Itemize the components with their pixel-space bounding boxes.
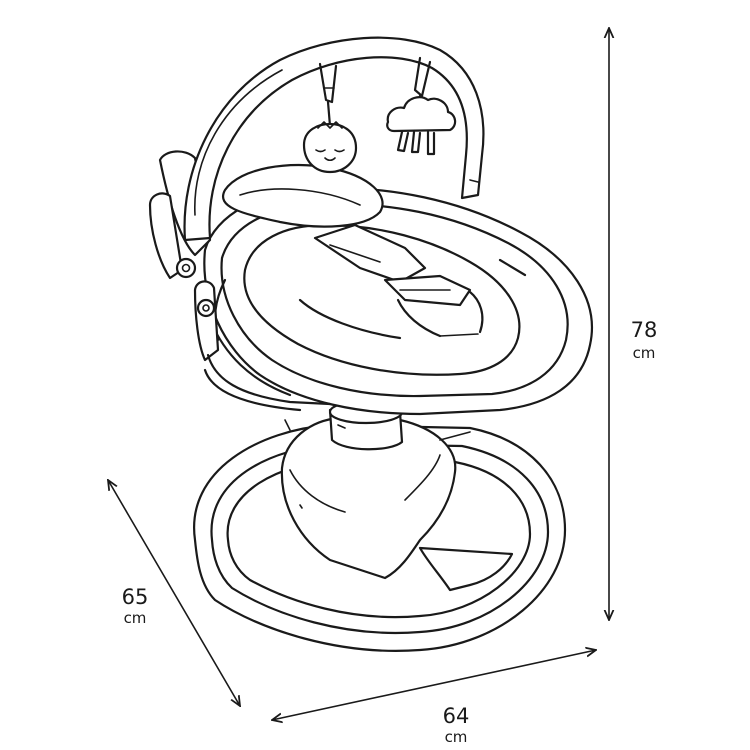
height-unit: cm <box>633 344 656 362</box>
seat-shell <box>203 163 593 416</box>
depth-value: 65 <box>122 585 149 609</box>
depth-unit: cm <box>124 609 147 627</box>
depth-dimension: 65 cm <box>108 480 240 706</box>
toy-arch <box>183 36 485 242</box>
swing-base <box>193 416 567 652</box>
hanging-toys <box>302 56 457 174</box>
width-unit: cm <box>445 728 468 746</box>
width-value: 64 <box>443 704 470 728</box>
height-value: 78 <box>631 318 658 342</box>
cloud-toy-icon <box>386 96 457 156</box>
height-dimension: 78 cm <box>609 28 657 620</box>
width-dimension: 64 cm <box>272 650 596 746</box>
pomegranate-toy-icon <box>302 121 358 174</box>
